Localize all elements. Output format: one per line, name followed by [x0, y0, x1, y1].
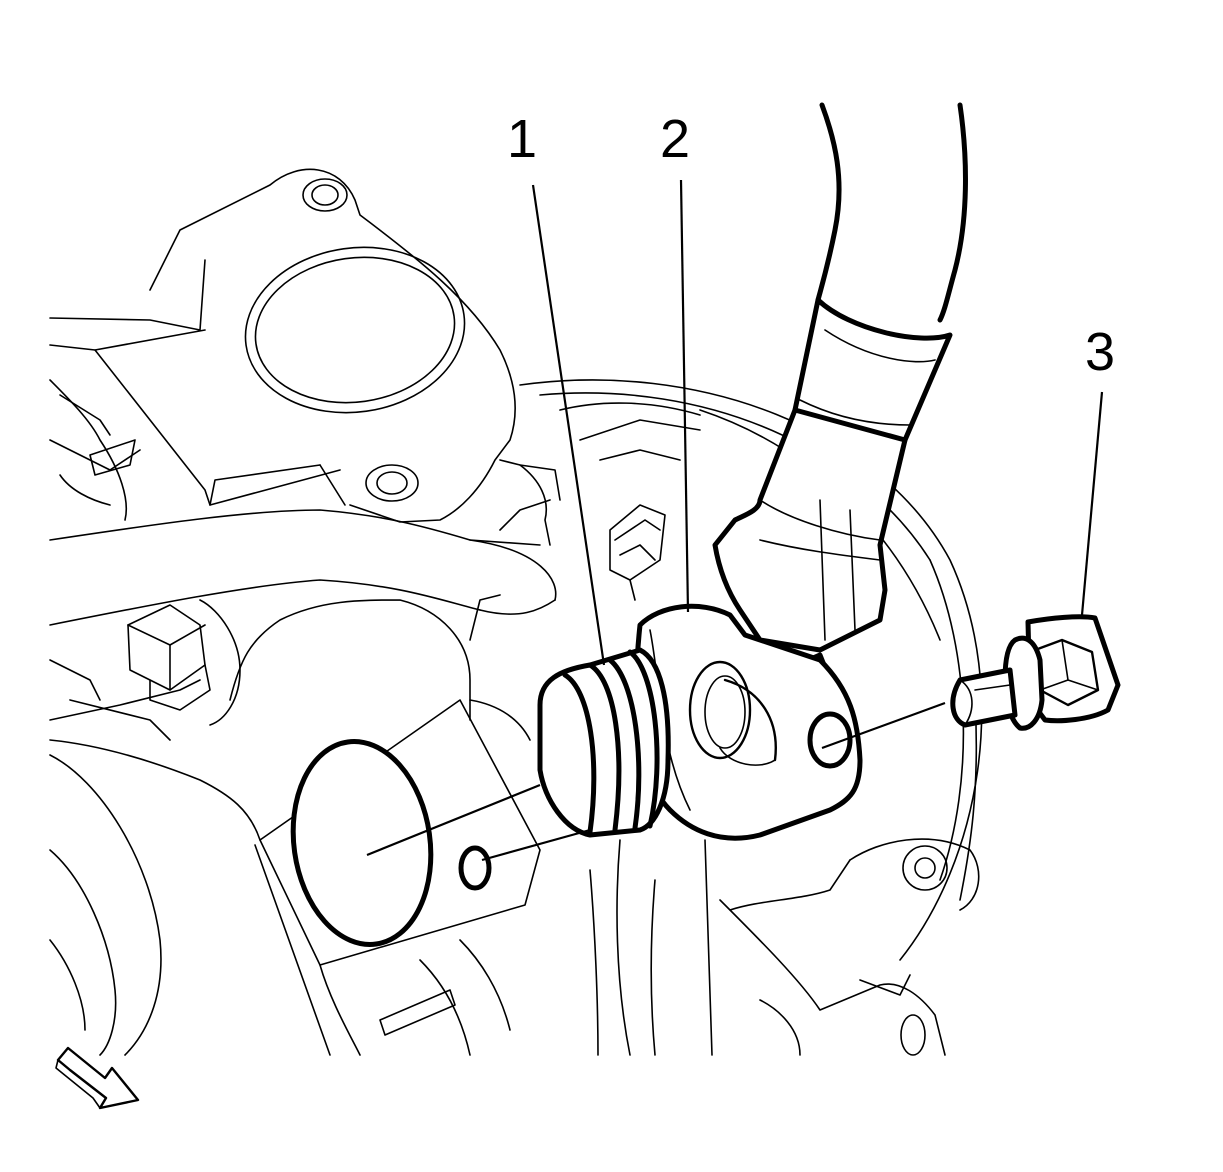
- alignment-line-oring: [481, 828, 591, 862]
- leader-line-2: [679, 179, 690, 613]
- callout-label-2: 2: [660, 109, 691, 169]
- alignment-line-bolt: [821, 701, 946, 750]
- leader-line-1: [531, 184, 606, 666]
- callout-label-3: 3: [1085, 322, 1116, 382]
- alignment-line-port: [366, 783, 541, 857]
- part-1-seal: [537, 647, 671, 838]
- part-3-bolt: [950, 614, 1121, 731]
- view-direction-arrow-icon: [55, 1046, 140, 1110]
- callout-label-1: 1: [507, 109, 538, 169]
- mounting-face: [290, 739, 492, 947]
- leader-lines: [366, 179, 1104, 862]
- engine-block-background: [49, 168, 983, 1056]
- leader-line-3: [1080, 391, 1104, 616]
